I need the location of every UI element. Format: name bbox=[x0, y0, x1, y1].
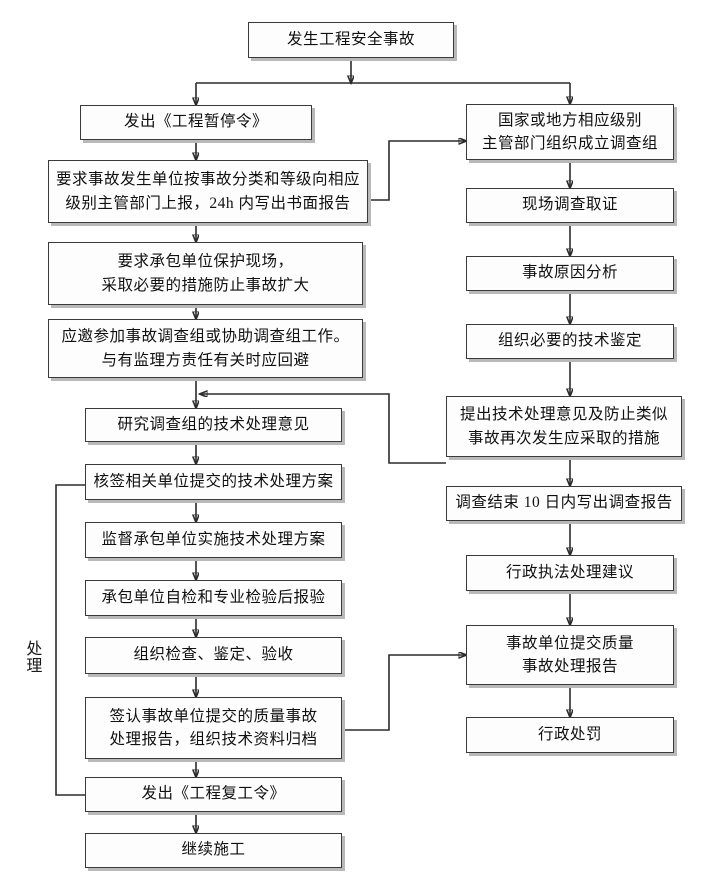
node-continue-construction[interactable]: 继续施工 bbox=[85, 833, 342, 868]
node-suspend-order-label: 发出《工程暂停令》 bbox=[123, 113, 268, 131]
node-suspend-order[interactable]: 发出《工程暂停令》 bbox=[80, 105, 312, 140]
node-study-opinion-label: 研究调查组的技术处理意见 bbox=[117, 415, 310, 433]
node-organize-check-label: 组织检查、鉴定、验收 bbox=[133, 646, 294, 664]
node-resume-order[interactable]: 发出《工程复工令》 bbox=[85, 777, 342, 812]
node-tech-appraisal-label: 组织必要的技术鉴定 bbox=[497, 332, 642, 350]
node-cause-analysis[interactable]: 事故原因分析 bbox=[466, 256, 674, 291]
node-investigation-report-label: 调查结束 10 日内写出调查报告 bbox=[455, 494, 673, 512]
node-self-inspection-label: 承包单位自检和专业检验后报验 bbox=[101, 588, 326, 606]
side-label-processing: 处理 bbox=[18, 640, 44, 683]
node-admin-penalty-label: 行政处罚 bbox=[537, 725, 602, 743]
node-protect-site[interactable]: 要求承包单位保护现场， 采取必要的措施防止事故扩大 bbox=[48, 242, 363, 305]
node-admin-penalty[interactable]: 行政处罚 bbox=[466, 717, 674, 753]
node-start[interactable]: 发生工程安全事故 bbox=[248, 22, 454, 58]
node-study-opinion[interactable]: 研究调查组的技术处理意见 bbox=[85, 408, 342, 442]
node-site-evidence[interactable]: 现场调查取证 bbox=[466, 188, 674, 223]
node-tech-appraisal[interactable]: 组织必要的技术鉴定 bbox=[466, 324, 674, 359]
node-supervise-plan[interactable]: 监督承包单位实施技术处理方案 bbox=[85, 522, 342, 558]
node-propose-measures[interactable]: 提出技术处理意见及防止类似 事故再次发生应采取的措施 bbox=[446, 396, 682, 457]
node-sign-report[interactable]: 签认事故单位提交的质量事故 处理报告，组织技术资料归档 bbox=[85, 697, 342, 759]
node-form-group[interactable]: 国家或地方相应级别 主管部门组织成立调查组 bbox=[466, 104, 674, 160]
node-investigation-report[interactable]: 调查结束 10 日内写出调查报告 bbox=[446, 486, 682, 521]
node-enforcement-advice-label: 行政执法处理建议 bbox=[505, 563, 634, 581]
wire-sign-to-unitreport bbox=[343, 655, 466, 731]
node-countersign-plan[interactable]: 核签相关单位提交的技术处理方案 bbox=[85, 464, 342, 500]
node-resume-order-label: 发出《工程复工令》 bbox=[141, 785, 286, 803]
node-join-investigation-label: 应邀参加事故调查组或协助调查组工作。 与有监理方责任有关时应回避 bbox=[61, 328, 350, 369]
node-self-inspection[interactable]: 承包单位自检和专业检验后报验 bbox=[85, 580, 342, 616]
node-propose-measures-label: 提出技术处理意见及防止类似 事故再次发生应采取的措施 bbox=[459, 406, 668, 447]
wire-report-to-formgroup bbox=[368, 141, 466, 201]
node-unit-submit-report-label: 事故单位提交质量 事故处理报告 bbox=[505, 634, 634, 675]
node-enforcement-advice[interactable]: 行政执法处理建议 bbox=[466, 555, 674, 591]
node-start-label: 发生工程安全事故 bbox=[286, 30, 415, 48]
node-countersign-plan-label: 核签相关单位提交的技术处理方案 bbox=[93, 472, 334, 490]
node-unit-submit-report[interactable]: 事故单位提交质量 事故处理报告 bbox=[466, 625, 674, 685]
node-site-evidence-label: 现场调查取证 bbox=[521, 196, 618, 214]
side-label-text: 处理 bbox=[23, 640, 41, 674]
node-report-request[interactable]: 要求事故发生单位按事故分类和等级向相应 级别主管部门上报，24h 内写出书面报告 bbox=[48, 160, 368, 223]
node-supervise-plan-label: 监督承包单位实施技术处理方案 bbox=[101, 530, 326, 548]
node-continue-construction-label: 继续施工 bbox=[181, 841, 246, 859]
node-form-group-label: 国家或地方相应级别 主管部门组织成立调查组 bbox=[481, 111, 658, 152]
node-sign-report-label: 签认事故单位提交的质量事故 处理报告，组织技术资料归档 bbox=[109, 707, 318, 748]
node-join-investigation[interactable]: 应邀参加事故调查组或协助调查组工作。 与有监理方责任有关时应回避 bbox=[48, 319, 363, 378]
node-organize-check[interactable]: 组织检查、鉴定、验收 bbox=[85, 637, 342, 674]
node-protect-site-label: 要求承包单位保护现场， 采取必要的措施防止事故扩大 bbox=[101, 253, 310, 294]
node-report-request-label: 要求事故发生单位按事故分类和等级向相应 级别主管部门上报，24h 内写出书面报告 bbox=[55, 171, 360, 212]
node-cause-analysis-label: 事故原因分析 bbox=[521, 264, 618, 282]
